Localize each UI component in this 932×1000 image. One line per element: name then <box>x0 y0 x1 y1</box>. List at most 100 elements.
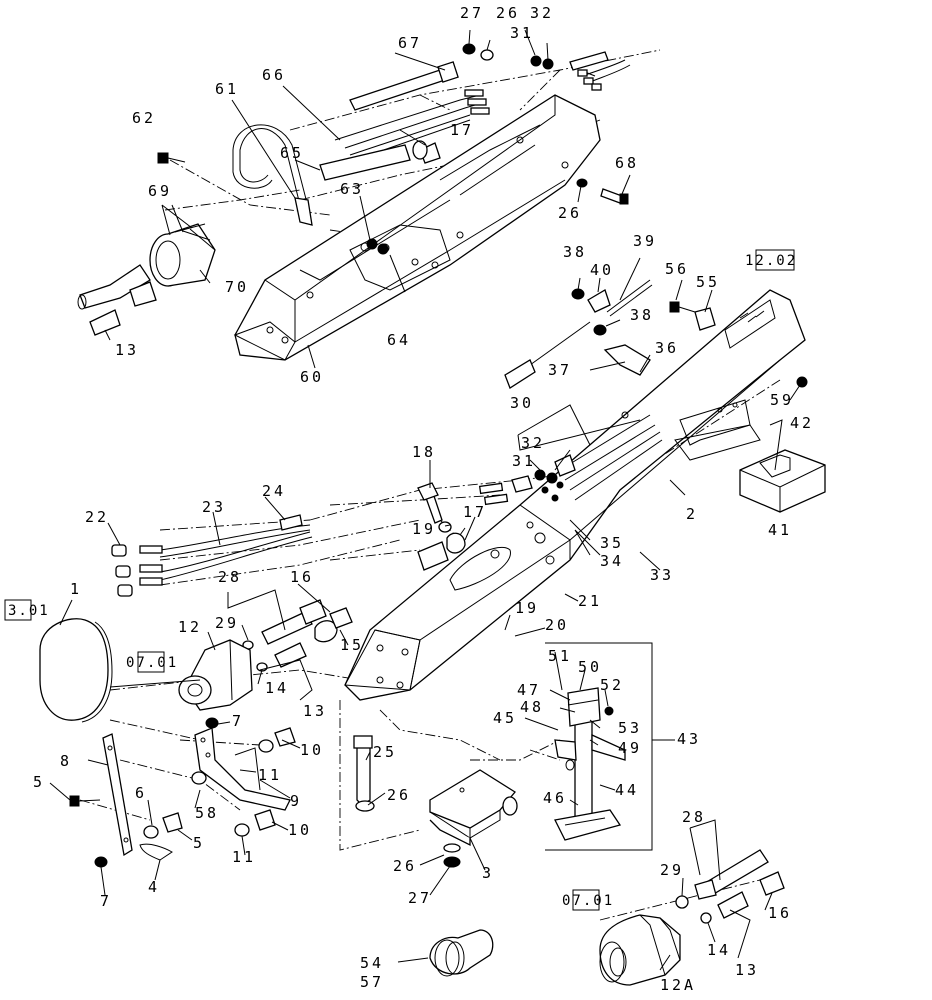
coupler-parts-mid <box>242 599 353 672</box>
label-6: 6 <box>135 784 147 802</box>
label-43: 43 <box>677 730 701 748</box>
label-23: 23 <box>202 498 226 516</box>
label-53: 53 <box>618 719 642 737</box>
label-36: 36 <box>655 339 679 357</box>
label-39: 39 <box>633 232 657 250</box>
lower-mount-parts <box>353 735 518 868</box>
reference-boxes: 12.02 3.01 07.01 07.01 <box>4 249 797 911</box>
label-29-lower: 29 <box>660 861 684 879</box>
label-28-lower: 28 <box>682 808 706 826</box>
label-57: 57 <box>360 973 384 991</box>
label-60: 60 <box>300 368 324 386</box>
label-46: 46 <box>543 789 567 807</box>
main-tongue-assembly <box>344 289 806 701</box>
label-7-mid: 7 <box>232 712 244 730</box>
label-3: 3 <box>482 864 494 882</box>
label-27-lower: 27 <box>408 889 432 907</box>
bolt-part-62 <box>157 152 186 164</box>
label-38-upper: 38 <box>563 243 587 261</box>
label-5-right: 5 <box>193 834 205 852</box>
top-fittings <box>462 43 631 91</box>
ref-box-12-02 <box>755 249 795 271</box>
label-30: 30 <box>510 394 534 412</box>
label-16-mid: 16 <box>290 568 314 586</box>
label-26-lower: 26 <box>393 857 417 875</box>
label-21: 21 <box>578 592 602 610</box>
label-19-mid: 19 <box>412 520 436 538</box>
label-10-upper: 10 <box>300 741 324 759</box>
label-65: 65 <box>280 144 304 162</box>
label-18: 18 <box>412 443 436 461</box>
label-47: 47 <box>517 681 541 699</box>
coupler-part-70 <box>149 223 216 287</box>
label-9: 9 <box>290 792 302 810</box>
coupler-parts-lower <box>675 849 785 924</box>
part-labels: 27 26 31 32 67 66 61 62 17 65 69 63 70 1… <box>33 4 814 994</box>
label-32-mid: 32 <box>521 434 545 452</box>
bracket-parts <box>69 717 296 868</box>
label-25: 25 <box>373 743 397 761</box>
label-2: 2 <box>686 505 698 523</box>
label-42: 42 <box>790 414 814 432</box>
label-10-lower: 10 <box>288 821 312 839</box>
leader-lines <box>49 29 801 971</box>
label-11-lower: 11 <box>232 848 256 866</box>
label-26: 26 <box>496 4 520 22</box>
label-37: 37 <box>548 361 572 379</box>
label-35: 35 <box>600 534 624 552</box>
label-29-mid: 29 <box>215 614 239 632</box>
label-50: 50 <box>578 658 602 676</box>
coupler-parts-13-upper <box>77 264 157 336</box>
label-51: 51 <box>548 647 572 665</box>
label-40: 40 <box>590 261 614 279</box>
ref-text-3-01: 3.01 <box>8 603 50 619</box>
component-part-12A <box>599 914 681 986</box>
label-34: 34 <box>600 552 624 570</box>
hitch-hook-part <box>232 124 313 226</box>
label-67: 67 <box>398 34 422 52</box>
label-17-upper: 17 <box>450 121 474 139</box>
bolt-part-68 <box>576 178 629 205</box>
label-19-low: 19 <box>515 599 539 617</box>
pulley-part-54 <box>429 929 494 977</box>
label-27: 27 <box>460 4 484 22</box>
ref-text-12-02: 12.02 <box>745 253 797 269</box>
label-63: 63 <box>340 180 364 198</box>
component-part-12 <box>178 639 253 711</box>
label-7-lower: 7 <box>100 892 112 910</box>
label-38-lower: 38 <box>630 306 654 324</box>
label-24: 24 <box>262 482 286 500</box>
upper-frame-assembly <box>233 94 601 361</box>
ref-box-07-01-a <box>137 651 165 673</box>
label-12: 12 <box>178 618 202 636</box>
label-32: 32 <box>530 4 554 22</box>
label-59: 59 <box>770 391 794 409</box>
label-52: 52 <box>600 676 624 694</box>
label-64: 64 <box>387 331 411 349</box>
label-12A: 12A <box>660 976 696 994</box>
label-20: 20 <box>545 616 569 634</box>
label-56: 56 <box>665 260 689 278</box>
toolbox-part-41 <box>739 449 826 513</box>
reflector-part-1 <box>39 618 113 723</box>
label-45: 45 <box>493 709 517 727</box>
label-8: 8 <box>60 752 72 770</box>
label-13-mid: 13 <box>303 702 327 720</box>
hoses-23-24 <box>111 514 313 597</box>
mid-fittings <box>417 469 564 571</box>
ref-text-07-01-b: 07.01 <box>562 893 614 909</box>
label-15: 15 <box>340 636 364 654</box>
label-28-mid: 28 <box>218 568 242 586</box>
label-14-lower: 14 <box>707 941 731 959</box>
label-58: 58 <box>195 804 219 822</box>
label-55: 55 <box>696 273 720 291</box>
label-13-upper: 13 <box>115 341 139 359</box>
label-16-lower: 16 <box>768 904 792 922</box>
ref-text-07-01-a: 07.01 <box>126 655 178 671</box>
label-62: 62 <box>132 109 156 127</box>
label-44: 44 <box>615 781 639 799</box>
label-26-right: 26 <box>558 204 582 222</box>
label-1: 1 <box>70 580 82 598</box>
